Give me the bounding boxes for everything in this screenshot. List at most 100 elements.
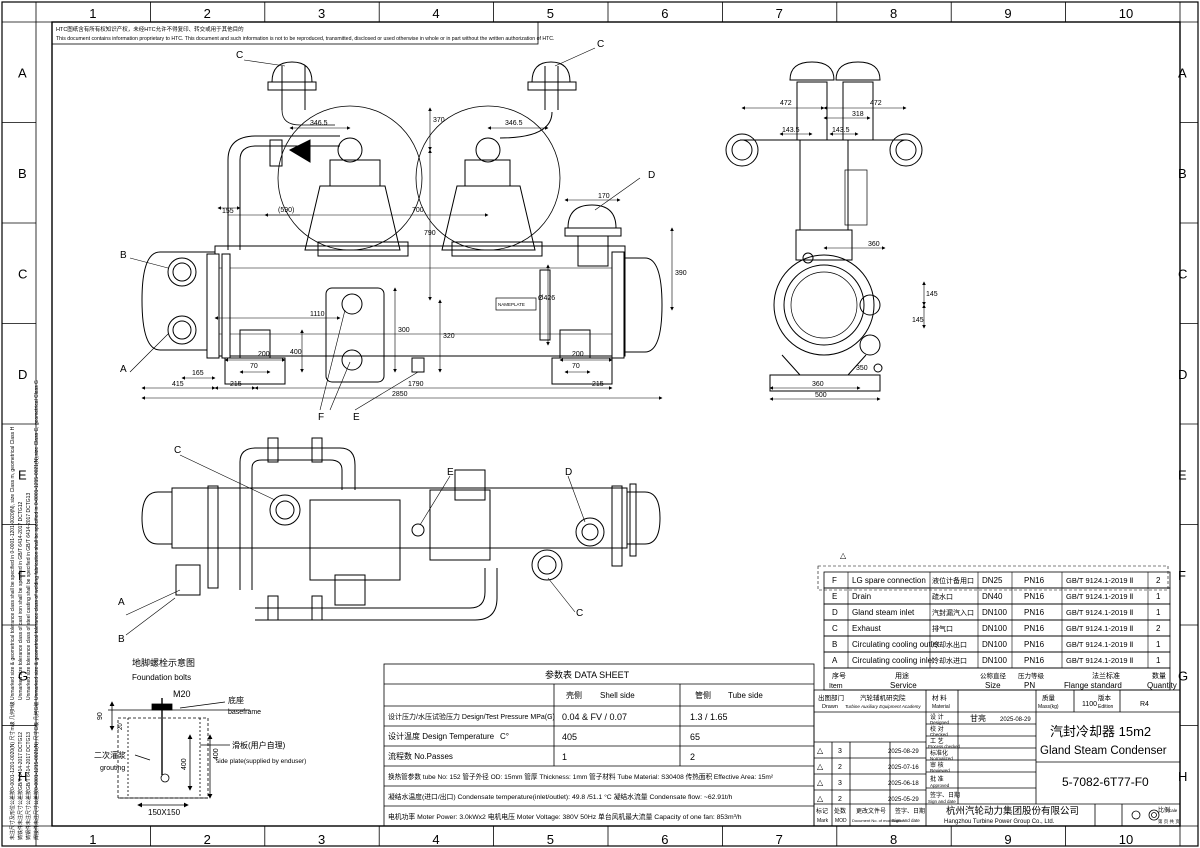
temp-tube: 65 — [690, 732, 700, 742]
dim-500: 500 — [815, 392, 827, 399]
tolerance-note-2: Unmarked size tolerance class of cast ir… — [18, 501, 24, 700]
callout-f-front: F — [318, 412, 324, 423]
callout-e-front: E — [353, 412, 360, 423]
temp-label: 设计温度 Design Temperature — [388, 731, 495, 741]
foundation-dim-400-inner: 400 — [181, 758, 188, 770]
nozzle-service-cn: 冷却水出口 — [932, 640, 967, 649]
sheet-label: 第 页 共 页 — [1158, 818, 1180, 825]
revision-mark: 3 — [838, 748, 842, 755]
nozzle-size: DN25 — [982, 576, 1003, 585]
reviewed-cn: 审 核 — [930, 761, 944, 769]
dim-70-left: 70 — [250, 363, 258, 370]
dim-155: 155 — [222, 208, 234, 215]
nozzle-size: DN40 — [982, 592, 1003, 601]
dim-1790: 1790 — [408, 381, 424, 388]
checked-en: Checked — [930, 732, 948, 737]
docno-cn: 更改文件号 — [856, 807, 886, 815]
tube-side-cn: 管侧 — [695, 690, 711, 700]
approved-cn: 批 准 — [930, 775, 944, 783]
grid-col-bottom-4: 4 — [432, 832, 439, 847]
temp-unit: C° — [500, 732, 509, 741]
designed-en: Designed — [930, 720, 950, 725]
nozzle-pn: PN16 — [1024, 656, 1045, 665]
front-view-callouts: C C D B A F E — [120, 39, 655, 423]
dim-200-left: 200 — [258, 351, 270, 358]
nozzle-service-en: Exhaust — [852, 624, 882, 633]
side-view — [725, 61, 923, 392]
tolerance-notes-cn: 未注尺寸及形位公差按0-0001-1201-0020(N) 尺寸m级 几何H级 … — [9, 701, 40, 840]
nozzle-service-en: Circulating cooling inlet — [852, 656, 935, 665]
revision-triangle: △ — [840, 551, 847, 560]
nozzle-standard: GB/T 9124.1-2019 Ⅱ — [1066, 656, 1134, 665]
grid-col-bottom-5: 5 — [547, 832, 554, 847]
nozzle-pn: PN16 — [1024, 592, 1045, 601]
sign-cn: 签字、日期 — [930, 791, 960, 799]
process-en: Process checked — [928, 744, 961, 749]
tolerance-note-cn-2: 铸铁件未注尺寸公差按GB/T 6414-2017 DCTG12 — [17, 732, 24, 840]
grid-row-right-D: D — [1178, 367, 1187, 382]
foundation-title-en: Foundation bolts — [132, 673, 191, 682]
tolerance-note-cn-3: 铸钢件未注尺寸公差按GB/T 6414-2017 DCTG13 — [25, 732, 32, 840]
tolerance-note-1: Unmarked size & geometrical tolerance cl… — [10, 426, 16, 700]
dim-472-right: 472 — [870, 100, 882, 107]
mass-cn: 质量 — [1042, 693, 1056, 702]
grid-row-left-D: D — [18, 367, 27, 382]
nozzle-size: DN100 — [982, 624, 1007, 633]
nozzle-qty: 2 — [1156, 624, 1161, 633]
grid-col-bottom-6: 6 — [661, 832, 668, 847]
nozzle-standard: GB/T 9124.1-2019 Ⅱ — [1066, 640, 1134, 649]
nozzle-qty: 1 — [1156, 592, 1161, 601]
grid-row-left-G: G — [18, 668, 28, 683]
nozzle-standard: GB/T 9124.1-2019 Ⅱ — [1066, 624, 1134, 633]
revision-mark: 2 — [838, 796, 842, 803]
nozzle-id: F — [832, 576, 837, 585]
revision-date: 2025-07-16 — [888, 765, 919, 771]
dim-143-right: 143.5 — [832, 127, 850, 134]
docno-en: Document No. of modification — [852, 818, 904, 823]
tube-params: 换热管参数 tube No: 152 管子外径 OD: 15mm 管厚 Thic… — [388, 772, 774, 781]
dim-318: 318 — [852, 111, 864, 118]
dim-215-left: 215 — [230, 381, 242, 388]
dim-145-top: 145 — [926, 291, 938, 298]
dim-360-bottom: 360 — [812, 381, 824, 388]
grid-col-top-10: 10 — [1119, 6, 1133, 21]
dim-1110: 1110 — [310, 311, 325, 318]
grid-row-left-F: F — [18, 568, 26, 583]
hdr-service-cn: 用途 — [895, 671, 909, 680]
foundation-bolts-detail: 地脚螺栓示意图 Foundation bolts M20 底座 basefram… — [94, 657, 306, 817]
hdr-pn-cn: 压力等级 — [1018, 671, 1045, 680]
revision-date: 2025-06-18 — [888, 781, 919, 787]
dim-320: 320 — [443, 333, 455, 340]
nozzle-service-cn: 疏水口 — [932, 592, 953, 601]
dim-300: 300 — [398, 327, 410, 334]
hdr-qty-cn: 数量 — [1152, 671, 1166, 680]
tolerance-note-cn-4: 焊接件未注尺寸公差按0-0001-1215-0021(N) 尺寸C级 几何G级 — [33, 702, 40, 840]
grid-row-right-E: E — [1178, 467, 1187, 482]
revision-date: 2025-05-29 — [888, 797, 919, 803]
dim-143-left: 143.5 — [782, 127, 800, 134]
nozzle-table-header: 序号 Item 用途 Service 公称直径 Size 压力等级 PN 法兰标… — [823, 667, 1177, 691]
grid-row-left-E: E — [18, 467, 27, 482]
top-view-callouts: C E D C A B — [118, 445, 586, 645]
grid-col-bottom-8: 8 — [890, 832, 897, 847]
foundation-dim-size: 150X150 — [148, 808, 181, 817]
grid-col-bottom-7: 7 — [776, 832, 783, 847]
tolerance-note-cn-1: 未注尺寸及形位公差按0-0001-1201-0020(N) 尺寸m级 几何H级 — [9, 701, 16, 840]
nozzle-qty: 1 — [1156, 640, 1161, 649]
revision-mark-icon: △ — [817, 762, 824, 771]
grid-col-top-8: 8 — [890, 6, 897, 21]
dim-170: 170 — [598, 193, 610, 200]
nozzle-pn: PN16 — [1024, 640, 1045, 649]
nozzle-standard: GB/T 9124.1-2019 Ⅱ — [1066, 608, 1134, 617]
tolerance-notes: Unmarked size & geometrical tolerance cl… — [10, 380, 40, 700]
callout-c-top-right: C — [576, 608, 583, 619]
grid-col-bottom-1: 1 — [89, 832, 96, 847]
tube-side-en: Tube side — [728, 691, 763, 700]
designed-date: 2025-08-29 — [1000, 717, 1031, 723]
